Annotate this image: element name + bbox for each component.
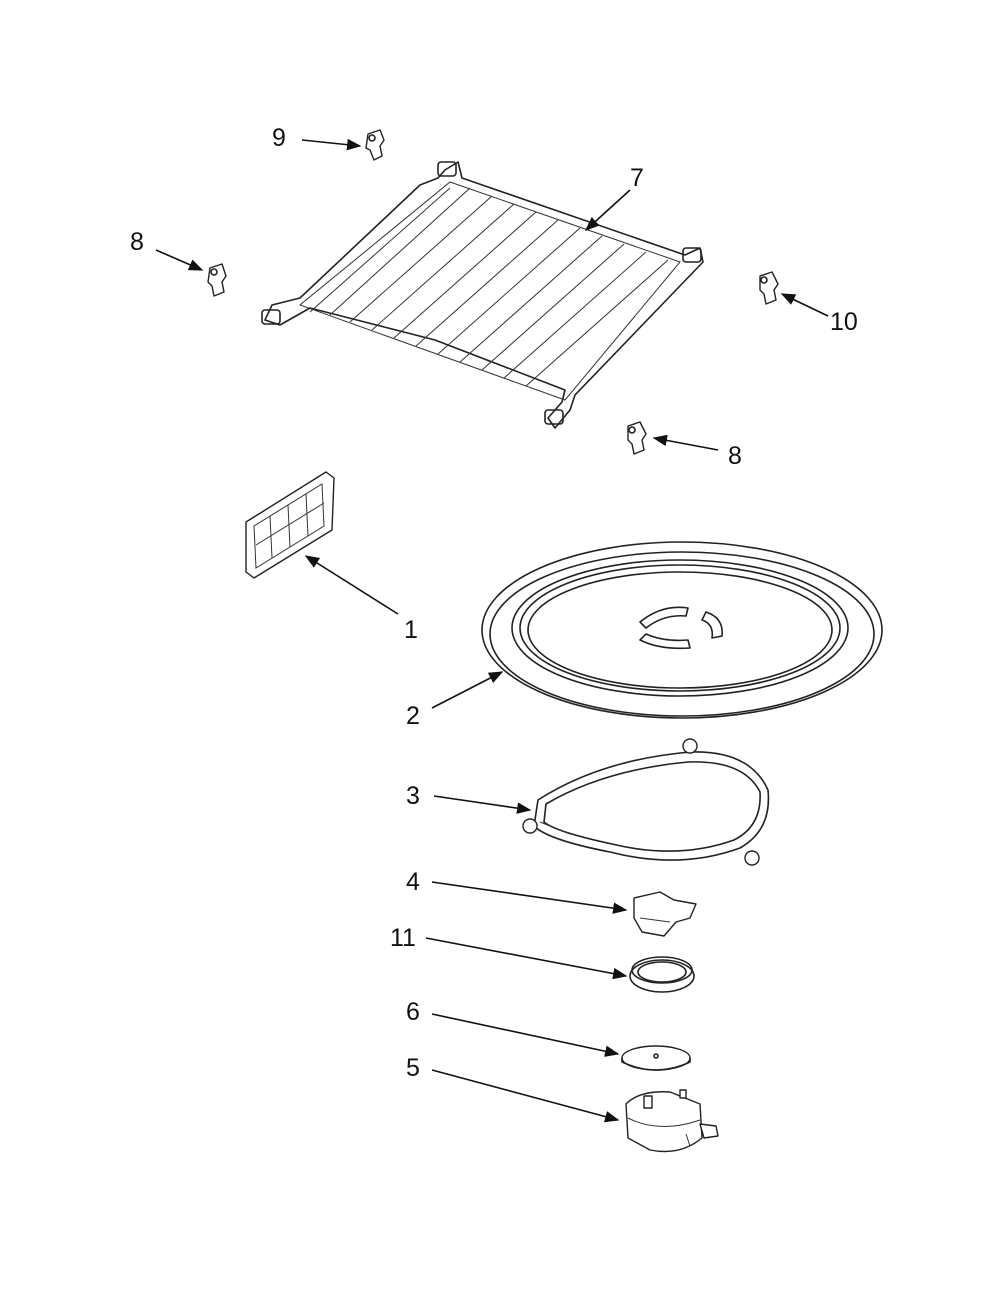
callout-4: 4 [406, 868, 420, 896]
leader-8b [652, 434, 719, 451]
roller-ring-support-part [522, 738, 770, 866]
washer-disc-part [621, 1045, 691, 1071]
callout-6: 6 [406, 998, 420, 1026]
leader-7 [584, 189, 631, 231]
rack-clip-8-right [627, 421, 647, 455]
leader-10 [780, 293, 829, 317]
leader-1 [304, 555, 399, 615]
callout-10: 10 [830, 308, 858, 336]
drive-coupler-part [633, 891, 697, 937]
leader-8a [155, 249, 204, 271]
callout-9: 9 [272, 124, 286, 152]
leader-2 [431, 671, 504, 709]
callout-1: 1 [404, 616, 418, 644]
seal-ring-part [629, 956, 695, 993]
leader-3 [433, 795, 532, 814]
glass-turntable-tray-part [481, 541, 883, 719]
callout-8-right: 8 [728, 442, 742, 470]
leader-4 [431, 881, 628, 914]
rack-clip-10 [759, 271, 779, 305]
callout-8-left: 8 [130, 228, 144, 256]
leader-11 [425, 937, 628, 980]
callout-labels: 9 7 8 10 8 1 2 3 4 11 6 5 [130, 124, 858, 1082]
leader-5 [431, 1069, 620, 1123]
turntable-motor-part [625, 1089, 719, 1153]
callout-5: 5 [406, 1054, 420, 1082]
callout-7: 7 [630, 164, 644, 192]
leader-6 [431, 1013, 620, 1057]
callout-3: 3 [406, 782, 420, 810]
leader-9 [301, 138, 362, 151]
rack-clip-8-left [207, 263, 227, 297]
waveguide-cover-part [245, 471, 335, 579]
rack-clip-9 [365, 129, 385, 161]
callout-2: 2 [406, 702, 420, 730]
callout-11: 11 [390, 924, 416, 952]
wire-rack-part [261, 161, 704, 429]
leader-lines [155, 138, 829, 1123]
